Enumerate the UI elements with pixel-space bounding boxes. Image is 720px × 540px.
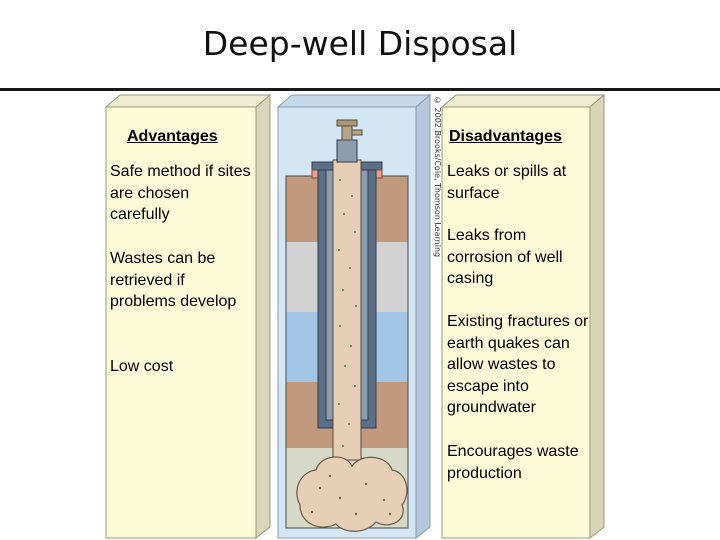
slide-title: Deep-well Disposal (202, 24, 518, 63)
disadvantage-item: Leaks or spills at surface (447, 163, 567, 202)
advantages-heading: Advantages (127, 128, 218, 145)
wellhead (336, 139, 358, 163)
advantage-item: Wastes can be retrieved if problems deve… (110, 250, 237, 310)
disadvantage-item: Existing fractures or earth quakes can a… (447, 313, 589, 416)
well-panel (276, 93, 432, 540)
disadvantages-panel (440, 93, 606, 540)
disadvantages-heading: Disadvantages (449, 128, 562, 145)
disadvantage-item: Leaks from corrosion of well casing (447, 227, 563, 287)
advantage-item: Safe method if sites are chosen carefull… (110, 163, 251, 223)
waste-plume (296, 456, 408, 532)
waste-pipe (332, 159, 362, 461)
disadvantage-item: Encourages waste production (447, 443, 579, 482)
advantages-panel (104, 93, 272, 540)
advantage-item: Low cost (110, 358, 174, 375)
copyright-credit: © 2002 Brooks/Cole, Thomson Learning (433, 96, 442, 258)
title-divider (0, 88, 720, 91)
